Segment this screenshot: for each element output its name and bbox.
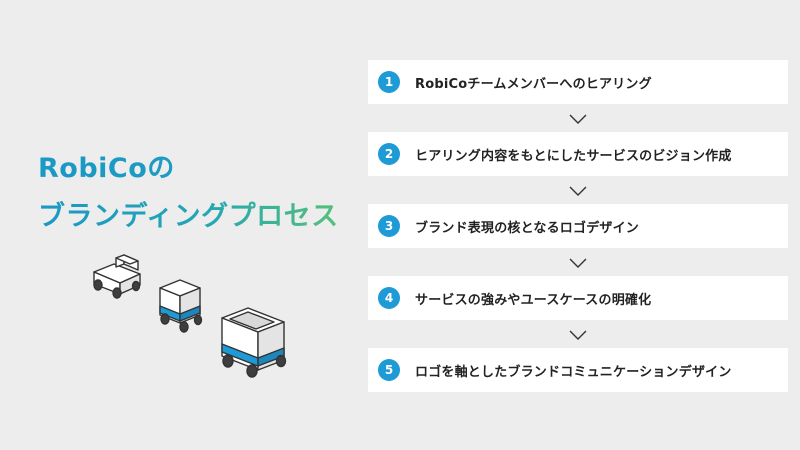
title-line-2: ブランディングプロセス (38, 193, 338, 241)
delivery-robots-illustration (93, 254, 287, 378)
chevron-down-icon (569, 114, 587, 124)
step-number-badge: 1 (378, 71, 400, 93)
step-1: 1 RobiCoチームメンバーへのヒアリング (368, 60, 788, 124)
step-number-badge: 3 (378, 215, 400, 237)
title-line-1: RobiCoの (38, 145, 338, 193)
step-label: ブランド表現の核となるロゴデザイン (415, 220, 640, 236)
chevron-down-icon (569, 186, 587, 196)
small-robot-icon (93, 254, 141, 299)
step-number-badge: 2 (378, 143, 400, 165)
large-robot-icon (221, 307, 287, 378)
medium-robot-icon (159, 279, 203, 333)
step-label: RobiCoチームメンバーへのヒアリング (415, 76, 652, 92)
step-4: 4 サービスの強みやユースケースの明確化 (368, 276, 788, 340)
process-steps: 1 RobiCoチームメンバーへのヒアリング 2 ヒアリング内容をもとにしたサー… (368, 60, 788, 392)
step-label: サービスの強みやユースケースの明確化 (415, 292, 652, 308)
step-2: 2 ヒアリング内容をもとにしたサービスのビジョン作成 (368, 132, 788, 196)
step-label: ヒアリング内容をもとにしたサービスのビジョン作成 (415, 148, 732, 164)
step-label: ロゴを軸としたブランドコミュニケーションデザイン (415, 364, 732, 380)
page-title: RobiCoの ブランディングプロセス (38, 145, 338, 241)
step-5: 5 ロゴを軸としたブランドコミュニケーションデザイン (368, 348, 788, 392)
chevron-down-icon (569, 258, 587, 268)
step-3: 3 ブランド表現の核となるロゴデザイン (368, 204, 788, 268)
step-number-badge: 4 (378, 287, 400, 309)
step-number-badge: 5 (378, 359, 400, 381)
chevron-down-icon (569, 330, 587, 340)
